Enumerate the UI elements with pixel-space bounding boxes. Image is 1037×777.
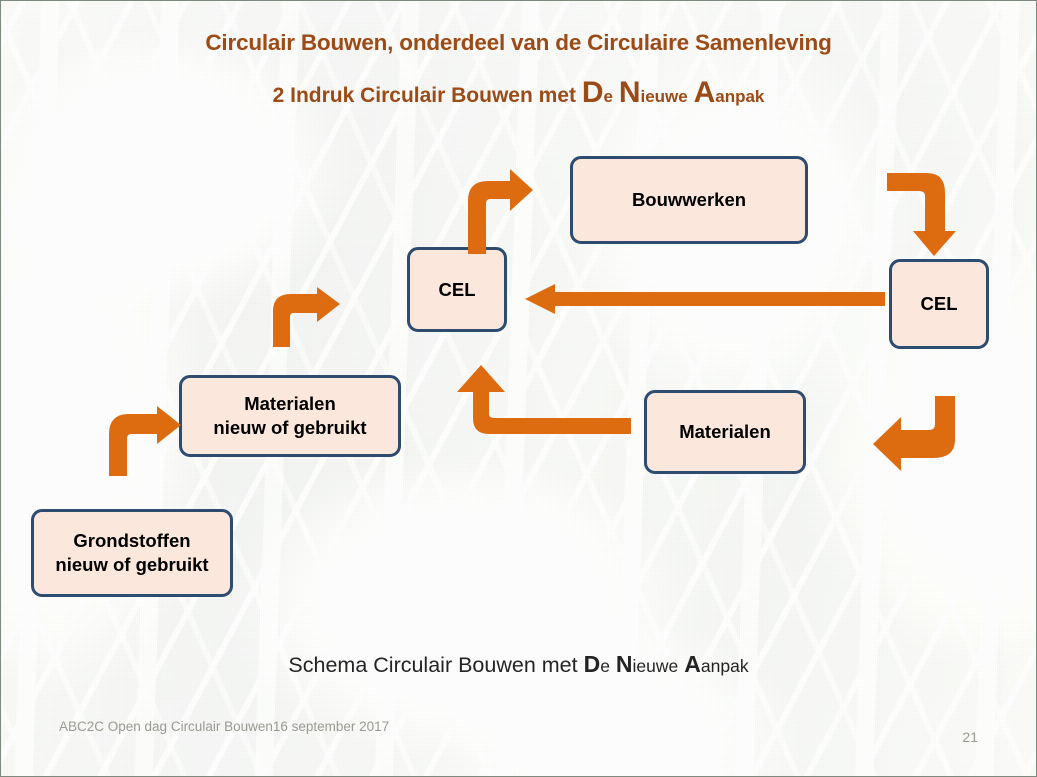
caption-dna-n-big: N (615, 651, 633, 677)
diagram-node-cel-left[interactable]: CEL (407, 247, 507, 332)
arrow-up-then-right-to-cel-left-lower-icon (269, 287, 341, 347)
slide-title-line-1: Circulair Bouwen, onderdeel van de Circu… (205, 30, 832, 55)
dna-d-rest: e (603, 87, 613, 106)
title-block: Circulair Bouwen, onderdeel van de Circu… (1, 29, 1036, 111)
arrow-down-then-left-to-materialen-icon (871, 394, 957, 472)
arrow-up-then-right-to-bouwwerken-icon (462, 168, 534, 254)
caption-dna-a-big: A (684, 651, 701, 677)
caption-dna-d-big: D (583, 651, 601, 677)
diagram-node-materialen[interactable]: Materialen (644, 390, 806, 474)
dna-n-big: N (618, 76, 641, 109)
diagram-node-bouwwerken[interactable]: Bouwwerken (570, 156, 808, 244)
diagram-caption: Schema Circulair Bouwen met De Nieuwe Aa… (1, 651, 1036, 678)
caption-dna-n-rest: ieuwe (632, 656, 679, 676)
arrow-up-then-right-to-materialen-nieuw-icon (104, 406, 182, 476)
slide-title-line-2-prefix: 2 Indruk Circulair Bouwen met (272, 84, 582, 107)
dna-n-rest: ieuwe (640, 87, 688, 106)
footer-text: ABC2C Open dag Circulair Bouwen16 septem… (59, 719, 390, 734)
diagram-node-cel-right[interactable]: CEL (889, 259, 989, 349)
caption-dna-d-rest: e (600, 656, 610, 676)
caption-prefix: Schema Circulair Bouwen met (288, 653, 584, 677)
arrow-left-then-up-to-cel-left-icon (447, 364, 631, 456)
arrow-left-long-to-cel-left-icon (525, 284, 885, 314)
caption-dna-a-rest: anpak (700, 656, 749, 676)
slide-title-line-2: 2 Indruk Circulair Bouwen met De Nieuwe … (1, 75, 1036, 111)
dna-d-big: D (581, 76, 604, 109)
arrow-right-then-down-to-cel-right-icon (885, 171, 957, 257)
page-number: 21 (962, 729, 978, 745)
dna-a-rest: anpak (715, 87, 765, 106)
dna-a-big: A (693, 76, 716, 109)
